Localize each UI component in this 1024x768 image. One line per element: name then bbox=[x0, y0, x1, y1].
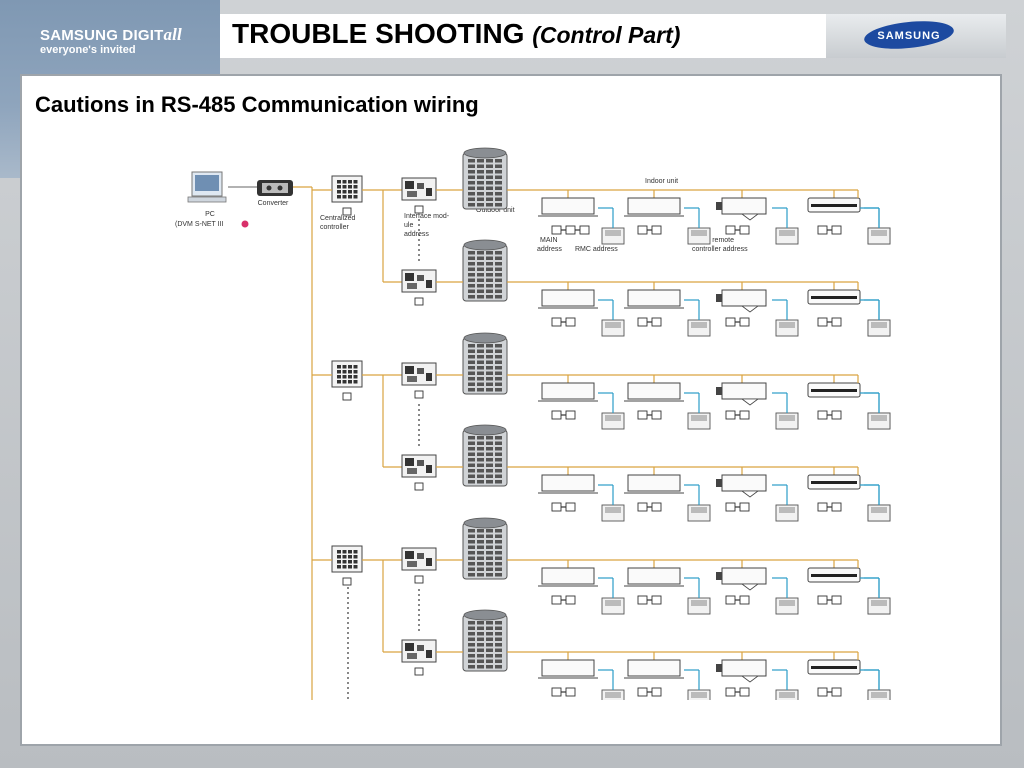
wired-remote-label: Wired remote bbox=[692, 237, 734, 244]
pc-status-dot bbox=[241, 220, 249, 228]
address-switch bbox=[565, 687, 576, 697]
indoor-unit-duct-icon bbox=[721, 197, 767, 215]
page-title: TROUBLE SHOOTING (Control Part) bbox=[232, 18, 681, 49]
address-switch bbox=[551, 687, 562, 697]
address-switch bbox=[651, 410, 662, 420]
address-switch bbox=[739, 502, 750, 512]
indoor-unit-cassette-icon bbox=[541, 382, 595, 400]
indoor-unit-cassette-icon bbox=[627, 382, 681, 400]
address-switch bbox=[637, 410, 648, 420]
outdoor-unit-label: Outdoor unit bbox=[476, 207, 515, 214]
address-switch bbox=[651, 225, 662, 235]
address-switch bbox=[831, 225, 842, 235]
rs485-wiring-diagram: PC (DVM S-NET III Converter Centralized … bbox=[175, 147, 891, 700]
address-switch bbox=[651, 687, 662, 697]
address-switch bbox=[739, 595, 750, 605]
indoor-unit-label: Indoor unit bbox=[645, 178, 678, 185]
address-switch bbox=[831, 502, 842, 512]
indoor-unit-duct-icon bbox=[721, 659, 767, 677]
pc-icon bbox=[187, 171, 227, 203]
samsung-logo: SAMSUNG bbox=[864, 21, 954, 49]
address-switch bbox=[831, 410, 842, 420]
indoor-unit-cassette-icon bbox=[541, 567, 595, 585]
interface-module-label: Interface mod- bbox=[404, 213, 450, 220]
address-switch bbox=[817, 317, 828, 327]
address-switch bbox=[551, 502, 562, 512]
converter-icon bbox=[257, 180, 293, 196]
indoor-unit-cassette-icon bbox=[541, 289, 595, 307]
wired-remote-label-2: controller address bbox=[692, 246, 748, 253]
address-switch bbox=[817, 410, 828, 420]
address-switch bbox=[725, 410, 736, 420]
address-switch bbox=[739, 687, 750, 697]
address-switch bbox=[565, 225, 576, 235]
address-switch bbox=[817, 595, 828, 605]
indoor-unit-duct-icon bbox=[721, 382, 767, 400]
address-switch bbox=[637, 687, 648, 697]
address-switch bbox=[725, 225, 736, 235]
address-switch bbox=[551, 317, 562, 327]
address-switch bbox=[651, 317, 662, 327]
address-switch bbox=[637, 502, 648, 512]
address-switch bbox=[651, 595, 662, 605]
address-switch bbox=[831, 595, 842, 605]
address-switch bbox=[725, 687, 736, 697]
address-switch bbox=[637, 317, 648, 327]
address-switch bbox=[739, 225, 750, 235]
brand-logo: SAMSUNG DIGITall everyone's invited bbox=[40, 25, 182, 56]
address-switch bbox=[831, 317, 842, 327]
address-switch bbox=[565, 317, 576, 327]
address-switch bbox=[817, 687, 828, 697]
centralized-controller-label: Centralized bbox=[320, 215, 356, 222]
address-switch bbox=[739, 410, 750, 420]
address-switch bbox=[565, 502, 576, 512]
address-switch bbox=[551, 410, 562, 420]
address-switch bbox=[551, 595, 562, 605]
address-switch bbox=[565, 595, 576, 605]
content-panel bbox=[20, 74, 1002, 746]
indoor-unit-cassette-icon bbox=[541, 197, 595, 215]
address-switch bbox=[817, 225, 828, 235]
indoor-unit-cassette-icon bbox=[627, 567, 681, 585]
indoor-unit-duct-icon bbox=[721, 567, 767, 585]
indoor-unit-cassette-icon bbox=[627, 289, 681, 307]
indoor-unit-duct-icon bbox=[721, 289, 767, 307]
converter-label: Converter bbox=[258, 200, 289, 207]
pc-sub-label: (DVM S-NET III bbox=[175, 221, 224, 228]
address-switch bbox=[579, 225, 590, 235]
title-bar bbox=[220, 14, 826, 58]
indoor-unit-cassette-icon bbox=[541, 659, 595, 677]
indoor-unit-cassette-icon bbox=[627, 474, 681, 492]
address-switch bbox=[565, 410, 576, 420]
address-switch bbox=[831, 687, 842, 697]
svg-text:SAMSUNG: SAMSUNG bbox=[877, 30, 940, 42]
main-address-label-2: address bbox=[537, 246, 562, 253]
interface-module-label-2: ule bbox=[404, 222, 413, 229]
pc-label: PC bbox=[205, 211, 215, 218]
address-switch bbox=[725, 317, 736, 327]
indoor-unit-duct-icon bbox=[721, 474, 767, 492]
address-switch bbox=[637, 225, 648, 235]
centralized-controller-label-2: controller bbox=[320, 224, 349, 231]
slide-subtitle: Cautions in RS-485 Communication wiring bbox=[35, 92, 479, 117]
rmc-address-label: RMC address bbox=[575, 246, 618, 253]
indoor-unit-cassette-icon bbox=[627, 659, 681, 677]
interface-module-label-3: address bbox=[404, 231, 429, 238]
indoor-unit-cassette-icon bbox=[627, 197, 681, 215]
address-switch bbox=[651, 502, 662, 512]
address-switch bbox=[739, 317, 750, 327]
address-switch bbox=[725, 595, 736, 605]
address-switch bbox=[637, 595, 648, 605]
address-switch bbox=[817, 502, 828, 512]
indoor-unit-cassette-icon bbox=[541, 474, 595, 492]
address-switch bbox=[551, 225, 562, 235]
address-switch bbox=[725, 502, 736, 512]
main-address-label: MAIN bbox=[540, 237, 558, 244]
